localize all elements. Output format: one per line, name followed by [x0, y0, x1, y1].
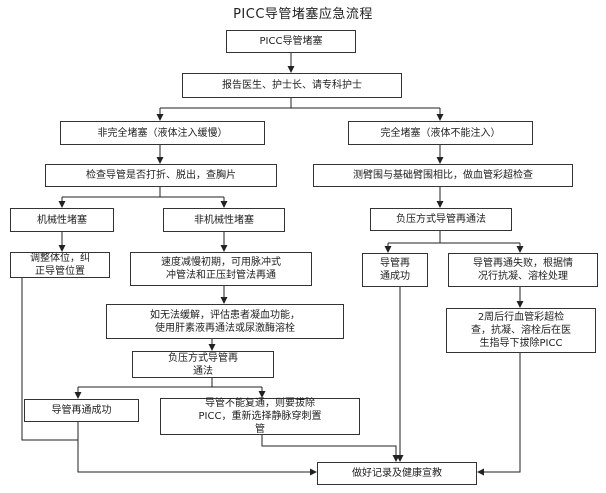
node-check-catheter: 检查导管是否打折、脱出，查胸片 — [45, 164, 277, 187]
node-recanalization-failed: 导管再通失败，根据情 况行抗凝、溶栓处理 — [448, 253, 598, 287]
node-assess-coagulation: 如无法缓解，评估患者凝血功能， 使用肝素液再通法或尿激酶溶栓 — [106, 304, 344, 339]
line-n10-n19 — [21, 278, 78, 441]
node-complete-blockage: 完全堵塞（液体不能注入） — [348, 121, 533, 145]
node-negative-pressure-right: 负压方式导管再通法 — [370, 208, 512, 231]
node-mechanical-blockage: 机械性堵塞 — [10, 208, 114, 232]
node-picc-blockage: PICC导管堵塞 — [226, 30, 356, 53]
diagram-title: PICC导管堵塞应急流程 — [233, 7, 373, 22]
node-partial-blockage: 非完全堵塞（液体注入缓慢） — [60, 121, 265, 145]
node-remove-and-replace: 导管不能复通，则要拔除 PICC，重新选择静脉穿刺置 管 — [160, 398, 360, 435]
node-record-and-education: 做好记录及健康宣教 — [317, 462, 477, 485]
node-pulse-flush: 速度减慢初期，可用脉冲式 冲管法和正压封管法再通 — [130, 252, 312, 286]
node-measure-arm: 测臂围与基础臂围相比，做血管彩超检查 — [313, 164, 573, 187]
arrow-n18-n19 — [261, 435, 400, 462]
arrow-n17-n19 — [77, 422, 317, 476]
node-recanalized-left: 导管再通成功 — [24, 399, 139, 422]
node-report-staff: 报告医生、护士长、请专科护士 — [182, 73, 402, 98]
arrow-n15-n19 — [477, 353, 521, 476]
node-adjust-position: 调整体位，纠 正导管位置 — [10, 252, 110, 278]
node-recanalized-right: 导管再 通成功 — [362, 253, 428, 287]
node-negative-pressure-left: 负压方式导管再 通法 — [132, 351, 274, 378]
node-non-mechanical-blockage: 非机械性堵塞 — [163, 208, 285, 232]
node-ultrasound-remove-picc: 2周后行血管彩超检 查，抗凝、溶栓后在医 生指导下拔除PICC — [446, 308, 596, 353]
